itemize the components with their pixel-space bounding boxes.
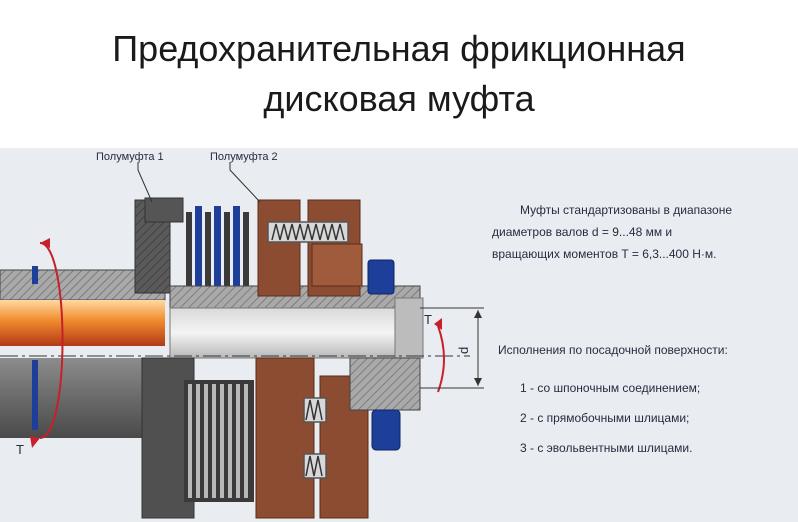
title-line-2: дисковая муфта (263, 78, 535, 119)
rotation-arrowhead-bottom (30, 436, 40, 448)
slide-title: Предохранительная фрикционная дисковая м… (0, 24, 798, 124)
variants-heading: Исполнения по посадочной поверхности: (498, 343, 728, 357)
shaft-2-upper (169, 307, 421, 359)
shaft-mark-upper (32, 266, 38, 284)
coupling-diagram: Полумуфта 1 Полумуфта 2 T T d Муфты стан… (0, 148, 798, 522)
shaft-mark-lower (32, 360, 38, 430)
rotation-arrowhead-top (40, 238, 50, 248)
diameter-dimension (420, 307, 484, 389)
label-torque-bottom: T (16, 442, 24, 457)
friction-discs-upper (186, 206, 249, 306)
housing-cap (144, 197, 184, 223)
info-block: Муфты стандартизованы в диапазоне диамет… (492, 203, 732, 261)
variants-block: Исполнения по посадочной поверхности: 1 … (498, 343, 728, 455)
info-line-1: Муфты стандартизованы в диапазоне (520, 203, 732, 217)
hub-2-lower (349, 357, 421, 411)
bore-upper (0, 300, 165, 346)
pressure-ring-lower (319, 375, 369, 519)
rotation-arrow-right (437, 325, 445, 393)
leader-half-coupling-2 (229, 162, 261, 203)
label-half-coupling-2: Полумуфта 2 (210, 151, 278, 163)
pressure-plate-upper (257, 199, 363, 297)
springs-lower (303, 397, 327, 479)
rotation-arrowhead-right (434, 318, 442, 330)
pressure-plate-lower (255, 357, 315, 519)
label-diameter: d (456, 347, 471, 354)
variant-item: 3 - с эвольвентными шлицами. (520, 441, 692, 455)
info-line-2: диаметров валов d = 9...48 мм и (492, 225, 672, 239)
nut-lower (371, 409, 401, 451)
title-line-1: Предохранительная фрикционная (112, 28, 686, 69)
springs-upper (267, 221, 349, 243)
variant-item: 2 - с прямобочными шлицами; (520, 411, 689, 425)
coupling-drawing: Полумуфта 1 Полумуфта 2 T T d Муфты стан… (0, 148, 798, 522)
label-half-coupling-1: Полумуфта 1 (96, 151, 164, 163)
rotation-arrow-left (39, 242, 64, 439)
nut-upper (367, 259, 395, 295)
leader-half-coupling-1 (137, 162, 153, 203)
label-torque-top: T (424, 312, 432, 327)
friction-discs-lower (184, 380, 254, 502)
info-line-3: вращающих моментов T = 6,3...400 Н·м. (492, 247, 716, 261)
shaft-2-end (394, 297, 424, 359)
variant-item: 1 - со шпоночным соединением; (520, 381, 700, 395)
